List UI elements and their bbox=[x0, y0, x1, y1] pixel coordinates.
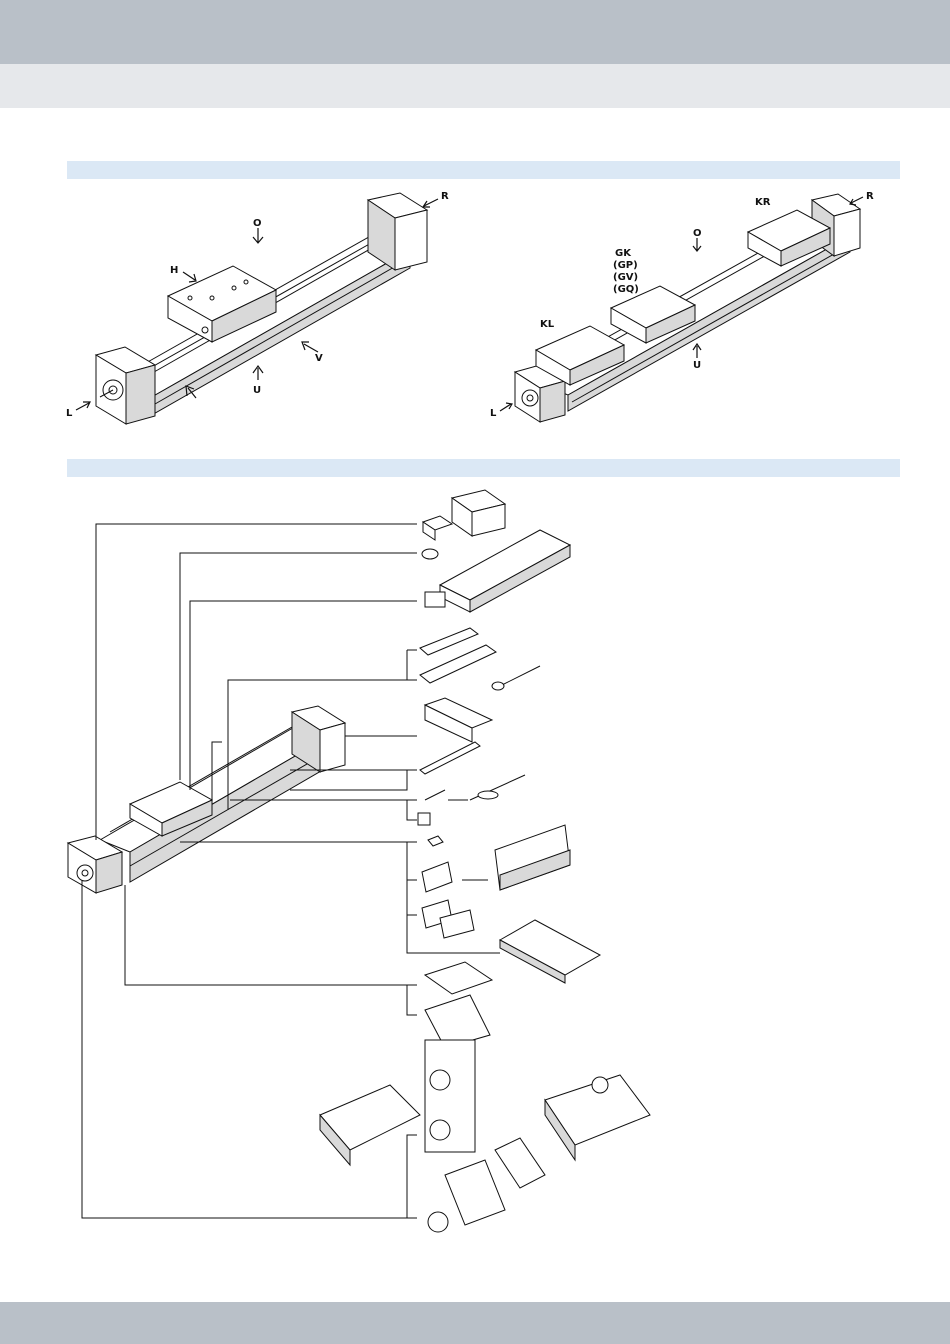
arrow-icon bbox=[850, 197, 863, 205]
label-v: V bbox=[315, 353, 323, 364]
motor-flange bbox=[495, 1138, 545, 1188]
label-kr: KR bbox=[755, 197, 771, 208]
arrow-icon bbox=[423, 199, 438, 207]
arrow-icon bbox=[183, 272, 196, 282]
proximity-sensor bbox=[492, 682, 504, 690]
label-l: L bbox=[66, 408, 73, 419]
label-r: R bbox=[441, 191, 449, 202]
arrow-icon bbox=[302, 342, 318, 352]
switch-lug bbox=[420, 628, 478, 655]
arrow-icon bbox=[693, 344, 701, 358]
label-o: O bbox=[253, 218, 262, 229]
arrow-icon bbox=[693, 238, 701, 251]
axis-mounting bbox=[425, 962, 492, 994]
arrow-icon bbox=[500, 403, 512, 411]
sensor-cable bbox=[425, 790, 445, 800]
arrow-icon bbox=[253, 366, 263, 380]
label-u: U bbox=[253, 385, 261, 396]
label-o: O bbox=[693, 228, 702, 239]
label-kl: KL bbox=[540, 319, 555, 330]
label-h: H bbox=[170, 265, 178, 276]
profile-mounting bbox=[422, 862, 452, 892]
label-gq: (GQ) bbox=[613, 284, 639, 295]
label-gk: GK bbox=[615, 248, 632, 259]
label-gp: (GP) bbox=[613, 260, 638, 271]
slot-nut bbox=[428, 836, 443, 846]
label-gv: (GV) bbox=[613, 272, 638, 283]
slot-cover bbox=[420, 742, 480, 774]
arrow-icon bbox=[253, 228, 263, 243]
label-r: R bbox=[866, 191, 874, 202]
arrow-icon bbox=[76, 402, 90, 410]
centering-sleeve bbox=[422, 549, 438, 559]
axial-kit bbox=[445, 1160, 505, 1225]
axis-drawing-multi-slide bbox=[515, 194, 860, 422]
label-l: L bbox=[490, 408, 497, 419]
label-u: U bbox=[693, 360, 701, 371]
coupling bbox=[428, 1212, 448, 1232]
